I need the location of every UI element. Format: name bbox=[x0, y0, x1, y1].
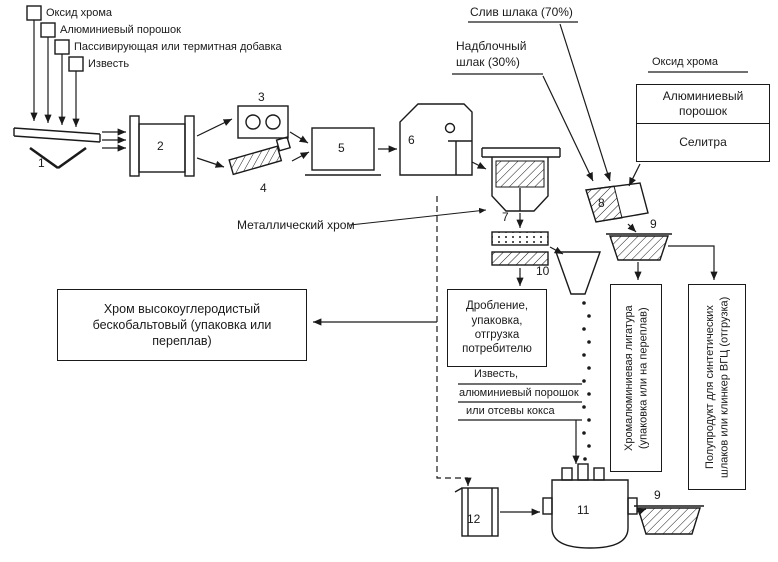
conveyor-4 bbox=[228, 136, 291, 176]
ligature-vertical-box: Хромалюминиевая лигатура (упаковка или н… bbox=[610, 284, 662, 472]
right-feed-item-aluminum: Алюминиевый порошок bbox=[662, 89, 744, 118]
unit-number-8: 8 bbox=[598, 196, 605, 210]
unit-number-11: 11 bbox=[577, 503, 590, 517]
ingot-mold-7 bbox=[481, 147, 561, 228]
dashed-recycle-line bbox=[313, 196, 472, 486]
label-block-slag-1: Надблочный bbox=[456, 39, 527, 53]
label-feed-lime: Известь bbox=[88, 58, 130, 70]
arrows-1-to-2 bbox=[102, 128, 126, 152]
granule-stream bbox=[582, 301, 591, 461]
label-right-chromium-oxide: Оксид хрома bbox=[652, 56, 719, 68]
unit-number-4: 4 bbox=[260, 181, 267, 195]
unit-number-6: 6 bbox=[408, 133, 415, 147]
additive-lines bbox=[458, 383, 582, 464]
remelt-furnace-11 bbox=[542, 463, 638, 549]
unit-number-1: 1 bbox=[38, 156, 45, 170]
doser-3 bbox=[237, 105, 309, 144]
metallic-chrome-leader bbox=[349, 207, 487, 226]
semiproduct-vertical-box: Полупродукт для синтетических шлаков или… bbox=[688, 284, 746, 490]
unit-number-7: 7 bbox=[502, 210, 509, 224]
charging-tray-1 bbox=[13, 127, 101, 170]
arrow-4-to-5 bbox=[291, 151, 310, 162]
furnace-6 bbox=[399, 103, 487, 176]
unit-number-9-bottom: 9 bbox=[654, 488, 661, 502]
unit-number-12: 12 bbox=[467, 512, 481, 526]
ligature-vertical-text: Хромалюминиевая лигатура (упаковка или н… bbox=[622, 305, 649, 451]
label-feed-chromium-oxide: Оксид хрома bbox=[46, 7, 113, 19]
label-metallic-chrome: Металлический хром bbox=[237, 218, 355, 232]
label-slag-drain: Слив шлака (70%) bbox=[470, 5, 573, 19]
arrows-2-to-3-4 bbox=[196, 118, 233, 168]
unit-5 bbox=[305, 127, 397, 176]
unit-number-2: 2 bbox=[157, 139, 164, 153]
right-feed-connector bbox=[628, 71, 748, 187]
feed-arrows bbox=[30, 20, 80, 127]
label-additive-aluminum: алюминиевый порошок bbox=[459, 387, 579, 399]
unit-number-10: 10 bbox=[536, 264, 550, 278]
label-additive-lime: Известь, bbox=[474, 368, 519, 380]
high-carbon-chrome-box: Хром высокоуглеродистый бескобальтовый (… bbox=[57, 289, 307, 361]
crushing-packing-box: Дробление, упаковка, отгрузка потребител… bbox=[447, 289, 547, 367]
slag-pan-9-bottom bbox=[634, 505, 704, 535]
bin-12 bbox=[454, 487, 540, 537]
right-feed-box: Алюминиевый порошок Селитра bbox=[636, 84, 770, 162]
funnel-10 bbox=[555, 251, 601, 295]
unit-number-5: 5 bbox=[338, 141, 345, 155]
unit-number-9-top: 9 bbox=[650, 217, 657, 231]
label-additive-coke: или отсевы кокса bbox=[466, 405, 555, 417]
label-feed-additive: Пассивирующая или термитная добавка bbox=[74, 41, 282, 53]
chrome-blocks bbox=[491, 231, 564, 286]
ladle-8 bbox=[585, 182, 649, 233]
semiproduct-vertical-text: Полупродукт для синтетических шлаков или… bbox=[703, 296, 730, 478]
unit-number-3: 3 bbox=[258, 90, 265, 104]
label-feed-aluminum-powder: Алюминиевый порошок bbox=[60, 24, 181, 36]
mixing-drum-2 bbox=[129, 115, 195, 177]
label-block-slag-2: шлак (30%) bbox=[456, 55, 520, 69]
slag-lines bbox=[452, 21, 611, 182]
slag-pan-9-top bbox=[606, 233, 718, 280]
right-feed-item-saltpeter: Селитра bbox=[637, 122, 769, 162]
